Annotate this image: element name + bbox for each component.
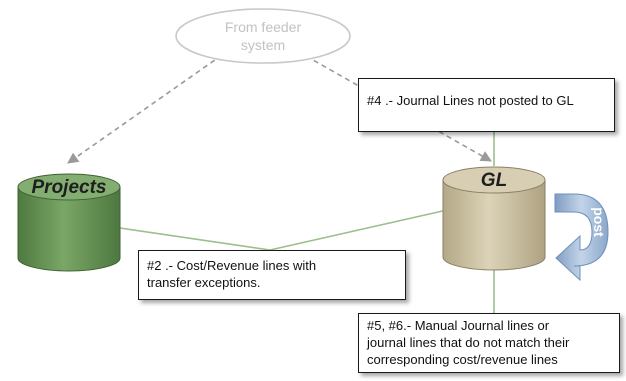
projects-database: Projects: [17, 173, 121, 272]
feeder-label-line2: system: [241, 37, 285, 53]
note2-line1: #2 .- Cost/Revenue lines with: [147, 258, 317, 273]
note4-line1: #4 .- Journal Lines not posted to GL: [367, 93, 574, 108]
gl-database: GL: [442, 166, 546, 271]
note5-line2: journal lines that do not match their: [367, 335, 570, 350]
note-manual-journal-lines: #5, #6.- Manual Journal lines or journal…: [358, 313, 620, 373]
note5-line3: corresponding cost/revenue lines: [367, 352, 558, 367]
note-journal-lines-not-posted: #4 .- Journal Lines not posted to GL: [358, 78, 615, 132]
feeder-label-line1: From feeder: [225, 19, 302, 35]
note2-line2: transfer exceptions.: [147, 275, 261, 290]
dashed-arrow-to-projects: [67, 54, 223, 164]
gl-label: GL: [481, 170, 507, 191]
feeder-system-node: From feeder system: [175, 8, 351, 64]
post-label: post: [591, 207, 607, 237]
note5-line1: #5, #6.- Manual Journal lines or: [367, 318, 550, 333]
projects-label: Projects: [32, 177, 107, 198]
post-arrow-icon: post: [554, 193, 609, 282]
connector-gl-note2: [269, 209, 448, 251]
note-cost-revenue-exceptions: #2 .- Cost/Revenue lines with transfer e…: [138, 250, 406, 300]
connector-projects-note2: [119, 227, 271, 251]
